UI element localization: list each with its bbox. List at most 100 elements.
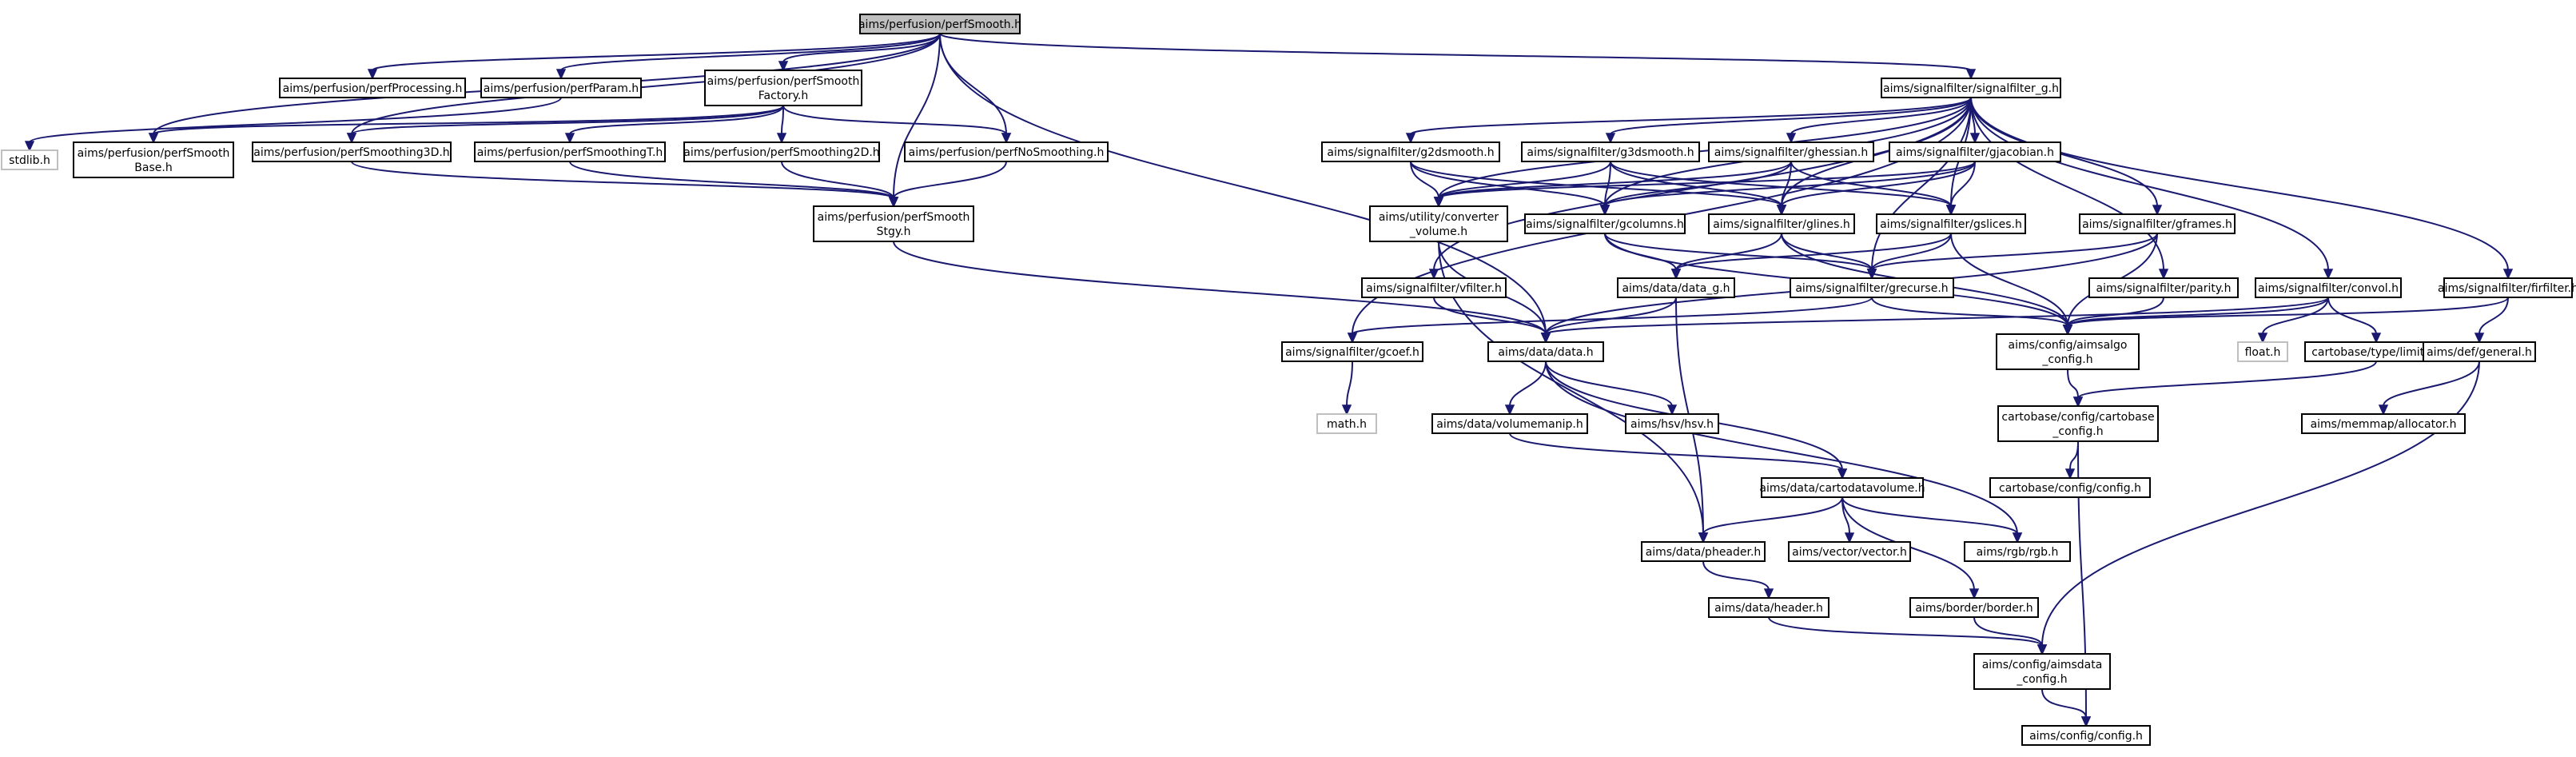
node-pheader[interactable]: aims/data/pheader.h [1641, 541, 1766, 562]
node-gframes[interactable]: aims/signalfilter/gframes.h [2079, 213, 2236, 234]
node-converter_volume[interactable]: aims/utility/converter_volume.h [1369, 205, 1508, 242]
arrowhead [148, 133, 159, 144]
edge-ghessian-to-gcolumns [1604, 161, 1792, 207]
node-box [813, 205, 974, 242]
node-general[interactable]: aims/def/general.h [2423, 341, 2536, 362]
node-data_g[interactable]: aims/data/data_g.h [1617, 277, 1735, 298]
node-g2dsmooth[interactable]: aims/signalfilter/g2dsmooth.h [1321, 141, 1500, 162]
node-perfSmoothing2D[interactable]: aims/perfusion/perfSmoothing2D.h [683, 141, 880, 162]
node-label: aims/signalfilter/parity.h [2096, 282, 2231, 295]
edge-perfSmooth-to-signalfilter_g [939, 33, 1972, 71]
edge-gjacobian-to-gslices [1950, 161, 1976, 207]
arrowhead [2474, 333, 2485, 344]
node-box [1889, 141, 2061, 162]
node-volumemanip[interactable]: aims/data/volumemanip.h [1431, 413, 1588, 434]
arrowhead [24, 141, 35, 152]
edge-perfSmooth-to-perfParam [560, 33, 941, 71]
edge-data-to-rgb [1545, 361, 2018, 535]
node-firfilter[interactable]: aims/signalfilter/firfilter.h [2438, 277, 2576, 298]
node-label: stdlib.h [9, 154, 50, 167]
node-label: aims/signalfilter/glines.h [1713, 218, 1850, 231]
node-g3dsmooth[interactable]: aims/signalfilter/g3dsmooth.h [1521, 141, 1700, 162]
node-label: aims/data/data_g.h [1622, 282, 1730, 295]
node-label: aims/hsv/hsv.h [1630, 418, 1714, 431]
arrowhead [1670, 269, 1682, 280]
node-perfParam[interactable]: aims/perfusion/perfParam.h [480, 78, 642, 98]
node-parity[interactable]: aims/signalfilter/parity.h [2088, 277, 2239, 298]
node-box [1708, 597, 1829, 618]
node-vfilter[interactable]: aims/signalfilter/vfilter.h [1361, 277, 1507, 298]
node-grecurse[interactable]: aims/signalfilter/grecurse.h [1790, 277, 1954, 298]
node-perfProcessing[interactable]: aims/perfusion/perfProcessing.h [279, 78, 466, 98]
node-aimsalgo_config[interactable]: aims/config/aimsalgo_config.h [1996, 333, 2140, 370]
edge-signalfilter_g-to-firfilter [1970, 97, 2509, 271]
node-header[interactable]: aims/data/header.h [1708, 597, 1829, 618]
node-perfSmoothing3D[interactable]: aims/perfusion/perfSmoothing3D.h [252, 141, 452, 162]
node-data[interactable]: aims/data/data.h [1487, 341, 1604, 362]
edge-volumemanip-to-cartodatavolume [1509, 432, 1843, 471]
node-allocator[interactable]: aims/memmap/allocator.h [2301, 413, 2466, 434]
node-label: math.h [1327, 418, 1367, 431]
node-stdlib: stdlib.h [1, 149, 58, 170]
node-vector[interactable]: aims/vector/vector.h [1788, 541, 1911, 562]
node-box [683, 141, 880, 162]
node-aimsdata_config[interactable]: aims/config/aimsdata_config.h [1973, 653, 2111, 690]
arrowhead [2257, 333, 2268, 344]
arrowhead [346, 133, 357, 144]
node-label: aims/signalfilter/vfilter.h [1366, 282, 1502, 295]
node-perfSmooth[interactable]: aims/perfusion/perfSmooth.h [858, 14, 1021, 34]
edge-data-to-hsv [1545, 361, 1673, 407]
node-perfNoSmoothing[interactable]: aims/perfusion/perfNoSmoothing.h [904, 141, 1109, 162]
node-box [1369, 205, 1508, 242]
node-signalfilter_g[interactable]: aims/signalfilter/signalfilter_g.h [1881, 78, 2061, 98]
node-gjacobian[interactable]: aims/signalfilter/gjacobian.h [1889, 141, 2061, 162]
node-float: float.h [2237, 341, 2288, 362]
node-label: aims/border/border.h [1915, 602, 2033, 615]
node-gcoef[interactable]: aims/signalfilter/gcoef.h [1281, 341, 1423, 362]
node-cartodatavolume[interactable]: aims/data/cartodatavolume.h [1759, 477, 1925, 498]
node-box [1361, 277, 1507, 298]
arrowhead [2012, 532, 2023, 544]
node-box [1788, 541, 1911, 562]
arrowhead [1504, 404, 1515, 416]
node-ghessian[interactable]: aims/signalfilter/ghessian.h [1708, 141, 1874, 162]
node-hsv[interactable]: aims/hsv/hsv.h [1625, 413, 1719, 434]
edge-gslices-to-grecurse [1871, 233, 1952, 271]
arrowhead [2064, 468, 2076, 480]
edge-gcoef-to-math [1346, 361, 1353, 407]
edge-signalfilter_g-to-g3dsmooth [1610, 97, 1972, 135]
edge-signalfilter_g-to-g2dsmooth [1410, 97, 1972, 135]
arrowhead [367, 69, 378, 80]
node-cartobase_config[interactable]: cartobase/config/cartobase_config.h [1997, 405, 2159, 442]
node-label: _volume.h [1409, 225, 1467, 238]
node-box [2079, 213, 2236, 234]
node-label: aims/signalfilter/g3dsmooth.h [1527, 146, 1694, 159]
node-border[interactable]: aims/border/border.h [1909, 597, 2039, 618]
node-cartobase_configh[interactable]: cartobase/config/config.h [1989, 477, 2151, 498]
node-label: aims/signalfilter/grecurse.h [1795, 282, 1948, 295]
node-rgb[interactable]: aims/rgb/rgb.h [1964, 541, 2071, 562]
node-gcolumns[interactable]: aims/signalfilter/gcolumns.h [1524, 213, 1686, 234]
node-box [1487, 341, 1604, 362]
node-box [859, 14, 1021, 34]
node-box [480, 78, 642, 98]
node-box [1321, 141, 1500, 162]
node-label: aims/perfusion/perfParam.h [484, 82, 639, 95]
arrowhead [1599, 205, 1610, 216]
arrowhead [1341, 404, 1352, 416]
node-label: aims/signalfilter/ghessian.h [1714, 146, 1868, 159]
node-aims_config[interactable]: aims/config/config.h [2021, 725, 2151, 746]
node-box [252, 141, 452, 162]
edge-perfSmoothFactory-to-perfNoSmoothing [782, 105, 1007, 135]
nodes-layer: aims/perfusion/perfSmooth.h aims/perfusio… [1, 14, 2576, 746]
node-perfSmoothingT[interactable]: aims/perfusion/perfSmoothingT.h [474, 141, 666, 162]
arrowhead [564, 133, 575, 144]
node-glines[interactable]: aims/signalfilter/glines.h [1708, 213, 1855, 234]
edge-convol-to-data [1545, 297, 2329, 335]
node-convol[interactable]: aims/signalfilter/convol.h [2255, 277, 2402, 298]
node-gslices[interactable]: aims/signalfilter/gslices.h [1876, 213, 2026, 234]
edge-g3dsmooth-to-gcolumns [1604, 161, 1611, 207]
